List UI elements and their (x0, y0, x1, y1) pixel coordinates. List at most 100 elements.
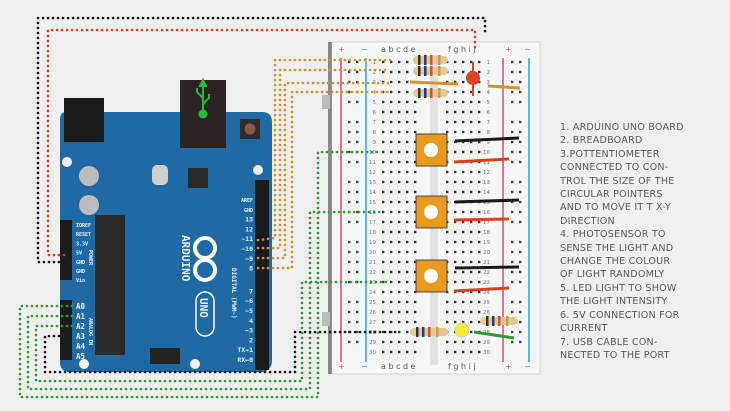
rail-hole (519, 240, 522, 244)
row-number: 23 (369, 280, 376, 286)
breadboard-hole (478, 230, 481, 234)
rail-hole (519, 270, 522, 274)
breadboard-hole (390, 240, 393, 244)
breadboard-hole (454, 270, 457, 274)
row-number: 15 (369, 200, 376, 206)
breadboard-hole (398, 100, 401, 104)
row-number: 21 (369, 260, 376, 266)
rail-hole (356, 60, 359, 64)
breadboard-hole (390, 180, 393, 184)
wire-orange-8 (256, 90, 392, 270)
row-number: 5 (487, 100, 491, 106)
legend-line: THE LIGHT INTENSITY (560, 296, 668, 308)
digital-pin-label: RX←0 (237, 356, 253, 364)
rail-hole (519, 210, 522, 214)
breadboard-hole (390, 150, 393, 154)
breadboard-hole (462, 250, 465, 254)
row-number: 9 (487, 140, 491, 146)
jumper-black (454, 136, 520, 143)
legend-line: CHANGE THE COLOUR (560, 256, 671, 268)
rail-hole (348, 160, 351, 164)
rail-hole (511, 310, 514, 314)
row-number: 7 (373, 120, 377, 126)
breadboard-hole (462, 120, 465, 124)
breadboard-hole (414, 130, 417, 134)
breadboard-hole (478, 210, 481, 214)
breadboard-hole (382, 220, 385, 224)
breadboard-hole (446, 190, 449, 194)
breadboard-hole (454, 250, 457, 254)
breadboard-hole (454, 110, 457, 114)
row-number: 12 (483, 170, 490, 176)
row-number: 4 (373, 90, 377, 96)
breadboard-hole (454, 170, 457, 174)
rail-hole (348, 190, 351, 194)
digital-pin-label: ~6 (245, 297, 253, 305)
rail-hole (348, 270, 351, 274)
row-number: 3 (487, 80, 491, 86)
resistor (413, 55, 448, 65)
breadboard-hole (398, 140, 401, 144)
resistor (410, 327, 448, 337)
rail-hole (519, 220, 522, 224)
breadboard-hole (454, 60, 457, 64)
breadboard-hole (382, 190, 385, 194)
breadboard-hole (446, 300, 449, 304)
breadboard-hole (390, 160, 393, 164)
digital-pin-label: 7 (249, 287, 253, 295)
rail-hole (356, 240, 359, 244)
rail-hole (348, 130, 351, 134)
rail-hole (511, 240, 514, 244)
breadboard-hole (406, 260, 409, 264)
breadboard-hole (454, 70, 457, 74)
breadboard-hole (382, 130, 385, 134)
rail-hole (519, 200, 522, 204)
breadboard-hole (406, 200, 409, 204)
rail-hole (356, 330, 359, 334)
breadboard-hole (446, 230, 449, 234)
breadboard-hole (446, 320, 449, 324)
rail-hole (519, 100, 522, 104)
breadboard-hole (406, 210, 409, 214)
breadboard-hole (406, 170, 409, 174)
breadboard-hole (414, 300, 417, 304)
breadboard-hole (478, 250, 481, 254)
power-pin-label: RESET (76, 232, 91, 238)
breadboard-hole (446, 310, 449, 314)
arduino-uno-board: ARDUINO UNO DIGITAL (PWM~) POWER ANALOG … (60, 77, 272, 372)
rail-hole (511, 260, 514, 264)
breadboard-hole (382, 260, 385, 264)
breadboard-hole (406, 120, 409, 124)
breadboard-hole (398, 190, 401, 194)
potentiometer-2 (415, 195, 448, 229)
breadboard-hole (406, 130, 409, 134)
wire-orange-11 (256, 58, 392, 242)
breadboard-hole (462, 350, 465, 354)
rail-hole (356, 210, 359, 214)
breadboard-hole (478, 140, 481, 144)
row-number: 8 (373, 130, 377, 136)
row-number: 6 (373, 110, 377, 116)
analog-pin-label: A5 (76, 352, 85, 361)
breadboard-hole (398, 200, 401, 204)
breadboard-hole (462, 60, 465, 64)
breadboard-hole (470, 140, 473, 144)
wire-green-a2 (34, 280, 392, 383)
breadboard-hole (478, 170, 481, 174)
rail-hole (519, 320, 522, 324)
breadboard-hole (382, 180, 385, 184)
rail-hole (356, 320, 359, 324)
row-number: 26 (369, 310, 376, 316)
breadboard-hole (454, 260, 457, 264)
rail-hole (356, 130, 359, 134)
rail-hole (511, 160, 514, 164)
breadboard-hole (390, 100, 393, 104)
breadboard-hole (454, 130, 457, 134)
rail-hole (511, 80, 514, 84)
rail-hole (356, 180, 359, 184)
power-pin-label: IOREF (76, 223, 91, 229)
breadboard-hole (478, 120, 481, 124)
row-number: 16 (483, 210, 490, 216)
breadboard-hole (446, 340, 449, 344)
